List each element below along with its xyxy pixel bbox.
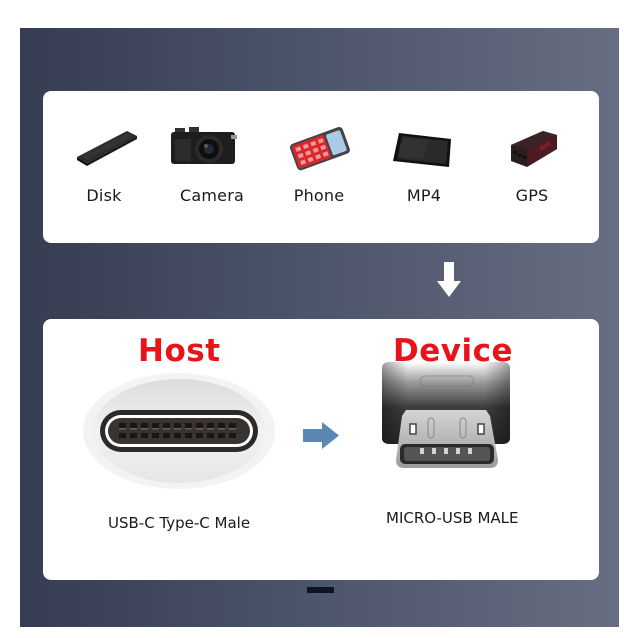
- mp4-player-icon: [393, 133, 451, 167]
- host-connector-label: USB-C Type-C Male: [108, 514, 251, 532]
- device-label: Disk: [86, 186, 122, 205]
- devices-card: Disk Camera: [43, 91, 599, 243]
- device-label: GPS: [515, 186, 549, 205]
- device-label: MP4: [406, 186, 442, 205]
- micro-usb-plug-icon: [382, 362, 510, 468]
- device-gps: GPS: [477, 91, 587, 243]
- device-camera: Camera: [157, 91, 267, 243]
- usb-c-port-icon: [83, 373, 275, 489]
- right-arrow-icon: [303, 422, 339, 449]
- device-phone: Phone: [264, 91, 374, 243]
- device-label: Camera: [180, 186, 244, 205]
- device-label: Phone: [293, 186, 345, 205]
- phone-icon: [289, 127, 350, 171]
- device-connector-label: MICRO-USB MALE: [386, 509, 519, 527]
- gps-icon: [511, 131, 557, 167]
- camera-icon: [171, 127, 237, 164]
- host-title: Host: [138, 333, 221, 369]
- down-arrow-icon: [437, 262, 461, 297]
- device-disk: Disk: [49, 91, 159, 243]
- device-mp4: MP4: [369, 91, 479, 243]
- disk-icon: [77, 131, 137, 166]
- bottom-indicator-bar: [307, 587, 334, 593]
